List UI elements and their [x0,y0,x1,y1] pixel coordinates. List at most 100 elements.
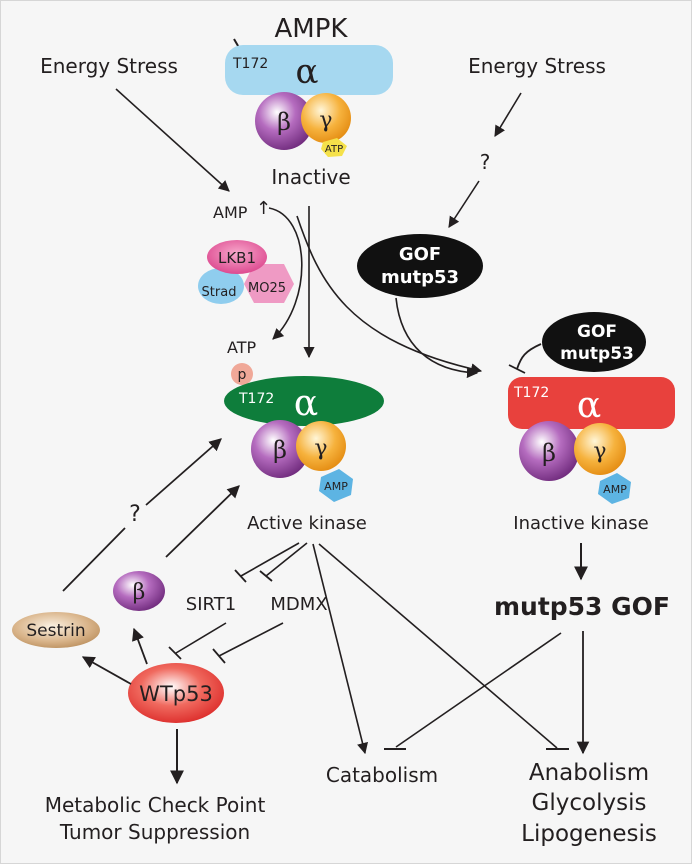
alpha-active-symbol: α [294,383,318,424]
wtp53-node: WTp53 [128,663,224,723]
question-right: ? [480,150,491,174]
mo25-label: MO25 [248,281,286,296]
gamma-subunit-gof [574,423,626,475]
alpha-subunit-gof [508,377,675,429]
alpha-gof-symbol: α [577,385,601,426]
alpha-subunit-inactive [225,45,393,95]
t172-label: T172 [232,56,268,72]
inhibit-gof-to-catabolism-line [395,632,562,748]
inhibit-sirt1-line [240,542,300,577]
beta-active-symbol: β [273,436,287,464]
sirt1-label: SIRT1 [186,594,236,615]
sirt1-inhibit-wtp53-bar [168,646,182,660]
sestrin-node: Sestrin [12,612,100,648]
strad-label: Strad [202,285,237,300]
lkb1-label: LKB1 [218,249,256,267]
lkb1-subunit [207,240,267,274]
gamma-symbol: γ [319,108,332,133]
catabolism-label: Catabolism [326,763,438,787]
gamma-subunit-inactive [301,93,351,143]
mutp53-gof-label: mutp53 GOF [494,592,670,621]
gof-label: GOF [399,244,441,265]
inhibit-mdmx-line [265,542,308,577]
mdmx-inhibit-wtp53-line [218,622,284,657]
mdmx-inhibit-wtp53-bar [212,648,226,664]
arrow-inactive-to-gof-complex [296,215,483,375]
amp-gof-label: AMP [603,483,627,496]
mutp53-bound-label: mutp53 [560,344,634,364]
inhibit-mdmx-bar [259,570,273,582]
beta-subunit-gof [519,421,579,481]
amp-label: AMP [213,203,248,222]
t172-gof-label: T172 [513,385,549,401]
arrow-question-to-active [145,438,222,506]
inhibition-line [516,343,542,370]
anabolism-label: Anabolism [529,760,649,786]
lkb1-complex: LKB1 Strad MO25 [198,240,294,304]
wtp53-ellipse [128,663,224,723]
arrow-question-to-gof [448,180,480,228]
gamma-gof-symbol: γ [593,439,606,464]
arrow-beta-to-active [165,485,240,558]
arrow-stress-right [494,92,522,137]
lipogenesis-label: Lipogenesis [521,821,657,847]
inhibition-bar [508,364,526,374]
atp-label: ATP [325,144,343,155]
gof-mutp53-bound-ellipse [542,312,646,372]
atp-side-label: ATP [227,338,256,357]
gof-mutp53-free: GOF mutp53 [357,234,483,298]
metabolic-checkpoint-label: Metabolic Check Point [45,793,266,817]
inactive-kinase-label: Inactive kinase [513,513,648,534]
beta-symbol: β [277,108,291,136]
mutp53-label: mutp53 [381,267,459,288]
arrow-wtp53-to-beta [132,627,148,665]
diagram-title: AMPK [275,14,349,44]
mdmx-label: MDMX [270,594,327,615]
arrow-stress-to-amp [115,88,230,192]
glycolysis-label: Glycolysis [532,790,647,816]
energy-stress-left-label: Energy Stress [40,54,178,78]
beta-subunit-active [251,420,309,478]
strad-subunit [198,268,244,304]
inhibit-sirt1-bar [234,569,247,583]
arrow-gof-to-complex [395,297,479,379]
active-kinase-label: Active kinase [247,513,367,534]
sestrin-label: Sestrin [26,621,85,641]
gof-mutp53-ellipse [357,234,483,298]
arrow-amp-to-atp [268,207,303,340]
alpha-symbol: α [296,52,319,92]
beta-gof-symbol: β [542,439,556,467]
mo25-subunit [244,264,294,303]
alpha-subunit-active [224,376,384,426]
amp-active-label: AMP [324,480,348,493]
beta-subunit-inactive [255,92,313,150]
energy-stress-right-label: Energy Stress [468,54,606,78]
active-ampk-complex: p T172 α β γ AMP Active kinase [224,363,384,534]
line-sestrin-to-question [62,527,126,592]
phospho-badge [231,363,253,385]
gof-bound-label: GOF [577,322,617,342]
question-left: ? [129,502,141,527]
amp-hexagon-active [319,469,353,502]
wtp53-label: WTp53 [139,682,213,706]
inactive-label: Inactive [271,165,350,189]
inhibit-active-to-anabolism-line [318,543,558,749]
tumor-suppression-label: Tumor Suppression [59,820,250,844]
phospho-label: p [238,367,247,383]
inactive-ampk-complex: T172 α β γ ATP Inactive [225,38,393,189]
t172-active-label: T172 [238,391,274,407]
amp-hexagon-gof [598,473,631,504]
sirt1-inhibit-wtp53-line [175,622,227,654]
free-beta-subunit: β [113,571,165,611]
gamma-subunit-active [296,421,346,471]
beta-free-symbol: β [133,580,146,605]
gamma-active-symbol: γ [314,436,327,461]
beta-free-ellipse [113,571,165,611]
amp-up-arrow: ↑ [256,198,271,219]
gof-bound-ampk-complex: T172 α GOF mutp53 β γ AMP Inactive kinas… [508,312,675,534]
arrow-wtp53-to-sestrin [81,656,132,685]
sestrin-ellipse [12,612,100,648]
arrow-active-to-catabolism [312,543,369,755]
